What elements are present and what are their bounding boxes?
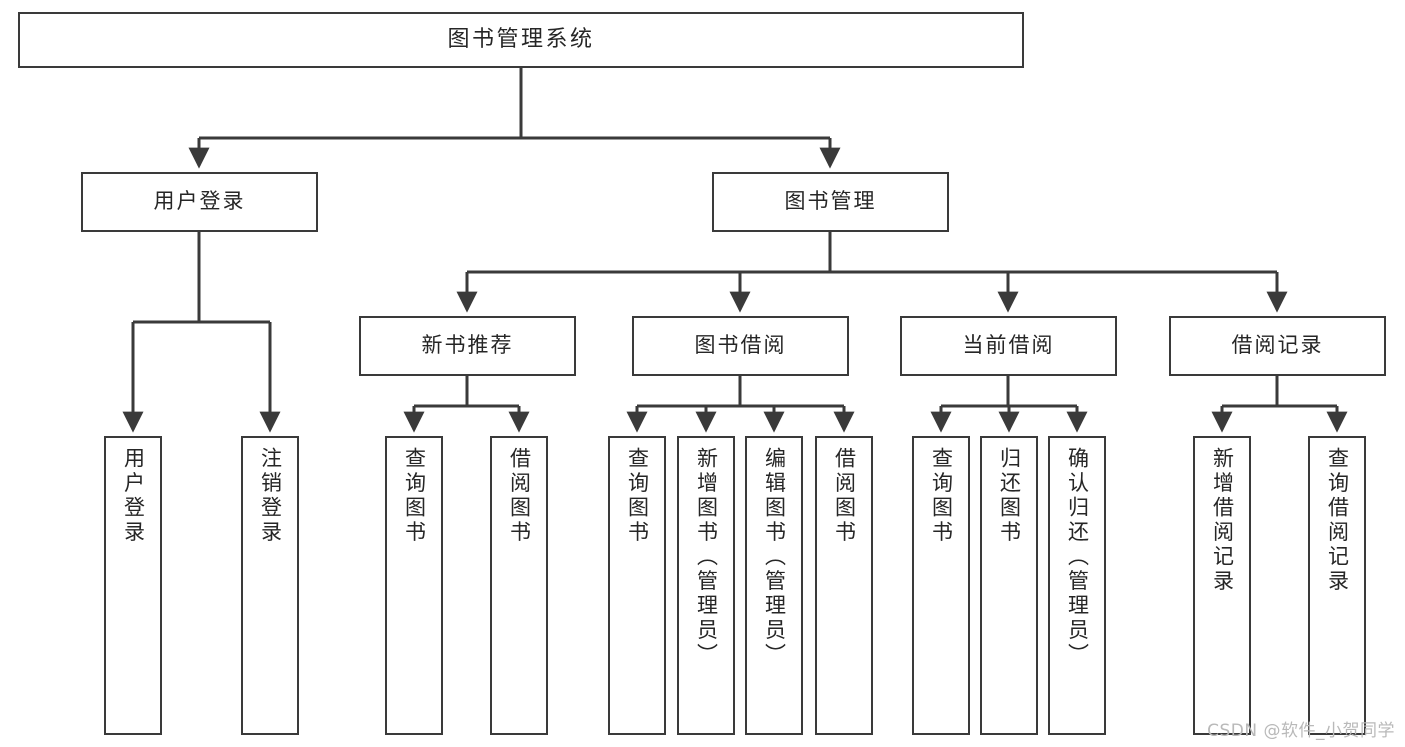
node-leaf-borrow-book-1[interactable]: 借阅图书 xyxy=(490,436,548,735)
node-leaf-return-book-label: 归还图书 xyxy=(997,447,1022,545)
node-leaf-query-record[interactable]: 查询借阅记录 xyxy=(1308,436,1366,735)
node-leaf-borrow-book-2-label: 借阅图书 xyxy=(832,447,857,545)
node-leaf-logout[interactable]: 注销登录 xyxy=(241,436,299,735)
node-leaf-return-book[interactable]: 归还图书 xyxy=(980,436,1038,735)
node-book-manage[interactable]: 图书管理 xyxy=(712,172,949,232)
node-book-borrow-label: 图书借阅 xyxy=(694,333,787,358)
node-leaf-query-book-3-label: 查询图书 xyxy=(929,447,954,545)
node-borrow-record-label: 借阅记录 xyxy=(1231,333,1324,358)
node-leaf-edit-book[interactable]: 编辑图书（管理员） xyxy=(745,436,803,735)
node-leaf-confirm-return[interactable]: 确认归还（管理员） xyxy=(1048,436,1106,735)
node-leaf-confirm-return-label: 确认归还（管理员） xyxy=(1065,447,1090,668)
node-root-label: 图书管理系统 xyxy=(447,26,595,52)
node-book-manage-label: 图书管理 xyxy=(784,189,877,214)
node-leaf-add-record-label: 新增借阅记录 xyxy=(1210,447,1235,594)
node-leaf-query-book-2-label: 查询图书 xyxy=(625,447,650,545)
node-new-book-rec[interactable]: 新书推荐 xyxy=(359,316,576,376)
node-leaf-logout-label: 注销登录 xyxy=(258,447,283,545)
node-leaf-borrow-book-1-label: 借阅图书 xyxy=(507,447,532,545)
node-leaf-query-book-1-label: 查询图书 xyxy=(402,447,427,545)
node-current-borrow-label: 当前借阅 xyxy=(962,333,1055,358)
node-leaf-user-login[interactable]: 用户登录 xyxy=(104,436,162,735)
node-leaf-query-book-3[interactable]: 查询图书 xyxy=(912,436,970,735)
node-borrow-record[interactable]: 借阅记录 xyxy=(1169,316,1386,376)
node-leaf-edit-book-label: 编辑图书（管理员） xyxy=(762,447,787,668)
node-root[interactable]: 图书管理系统 xyxy=(18,12,1024,68)
node-leaf-borrow-book-2[interactable]: 借阅图书 xyxy=(815,436,873,735)
node-current-borrow[interactable]: 当前借阅 xyxy=(900,316,1117,376)
node-leaf-user-login-label: 用户登录 xyxy=(121,447,146,545)
node-leaf-add-record[interactable]: 新增借阅记录 xyxy=(1193,436,1251,735)
node-leaf-query-book-1[interactable]: 查询图书 xyxy=(385,436,443,735)
node-book-borrow[interactable]: 图书借阅 xyxy=(632,316,849,376)
node-leaf-add-book-label: 新增图书（管理员） xyxy=(694,447,719,668)
node-leaf-query-book-2[interactable]: 查询图书 xyxy=(608,436,666,735)
node-user-login-label: 用户登录 xyxy=(153,189,246,214)
node-leaf-add-book[interactable]: 新增图书（管理员） xyxy=(677,436,735,735)
node-leaf-query-record-label: 查询借阅记录 xyxy=(1325,447,1350,594)
node-user-login[interactable]: 用户登录 xyxy=(81,172,318,232)
node-new-book-rec-label: 新书推荐 xyxy=(421,333,514,358)
